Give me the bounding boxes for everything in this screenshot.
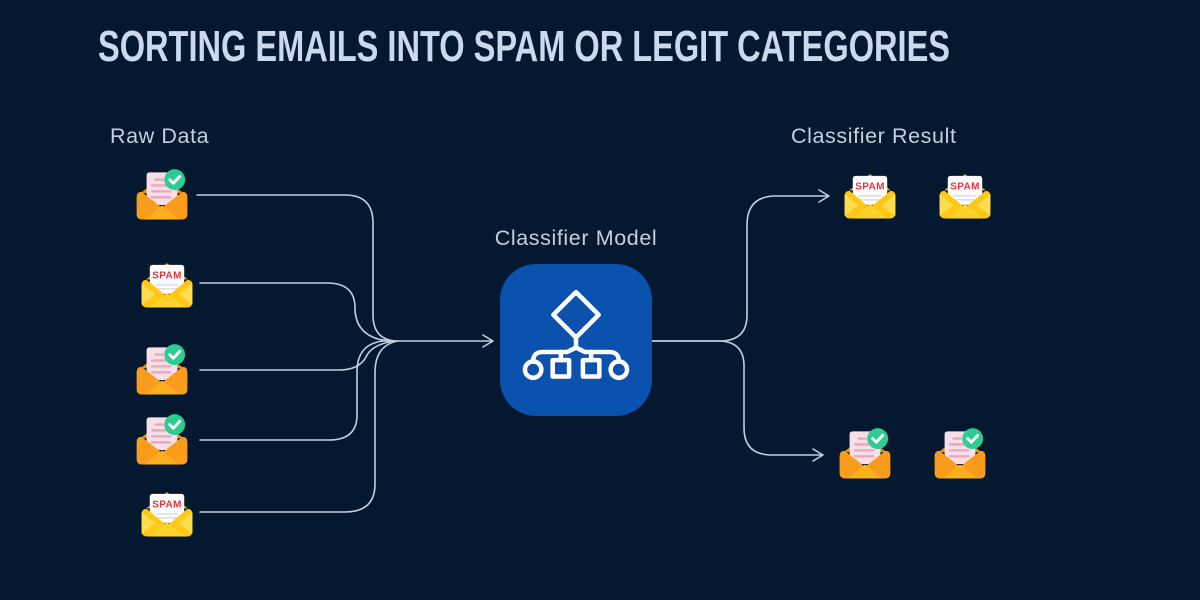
checkmark-badge xyxy=(962,428,984,450)
spam-email-icon: SPAM xyxy=(138,483,196,541)
checkmark-badge xyxy=(164,344,186,366)
connector-raw-3 xyxy=(199,340,396,371)
arrowhead-into-model xyxy=(482,334,494,348)
open-envelope-with-spam-stamp-icon: SPAM xyxy=(939,174,991,219)
checkmark-icon xyxy=(966,433,980,444)
diagram-title: SORTING EMAILS INTO SPAM OR LEGIT CATEGO… xyxy=(98,22,951,71)
open-envelope-with-spam-stamp-icon: SPAM xyxy=(141,263,193,308)
connector-raw-1 xyxy=(196,194,396,342)
legit-email-icon xyxy=(133,166,191,224)
spam-stamp-text: SPAM xyxy=(152,270,181,281)
open-envelope-with-checkmark-icon xyxy=(136,169,188,220)
legit-email-icon xyxy=(133,411,191,469)
open-envelope-with-spam-stamp-icon: SPAM xyxy=(844,174,896,219)
connector-raw-5 xyxy=(199,340,399,513)
open-envelope-with-checkmark-icon xyxy=(136,344,188,395)
checkmark-badge xyxy=(164,414,186,436)
checkmark-icon xyxy=(168,349,182,360)
checkmark-icon xyxy=(168,174,182,185)
checkmark-badge xyxy=(867,428,889,450)
checkmark-badge xyxy=(164,169,186,191)
checkmark-icon xyxy=(871,433,885,444)
spam-stamp-text: SPAM xyxy=(950,181,979,192)
open-envelope-with-checkmark-icon xyxy=(136,414,188,465)
arrowhead-to-legit xyxy=(812,448,824,462)
legit-email-icon xyxy=(133,341,191,399)
connector-to-spam xyxy=(651,195,829,342)
spam-email-icon: SPAM xyxy=(936,165,994,223)
arrowhead-to-spam xyxy=(818,189,830,203)
connector-raw-4 xyxy=(199,340,396,441)
open-envelope-with-spam-stamp-icon: SPAM xyxy=(141,492,193,537)
classifier-model-label: Classifier Model xyxy=(494,226,658,250)
spam-stamp-text: SPAM xyxy=(855,181,884,192)
spam-stamp-text: SPAM xyxy=(152,499,181,510)
open-envelope-with-checkmark-icon xyxy=(934,428,986,479)
spam-email-icon: SPAM xyxy=(841,165,899,223)
decision-tree-icon xyxy=(522,289,630,381)
legit-email-icon xyxy=(836,425,894,483)
connector-to-legit xyxy=(651,340,823,456)
spam-email-icon: SPAM xyxy=(138,254,196,312)
legit-email-icon xyxy=(931,425,989,483)
classifier-result-label: Classifier Result xyxy=(791,124,957,148)
checkmark-icon xyxy=(168,419,182,430)
raw-data-label: Raw Data xyxy=(110,124,210,148)
classifier-model-box xyxy=(500,264,652,416)
open-envelope-with-checkmark-icon xyxy=(839,428,891,479)
connector-raw-2 xyxy=(199,282,396,342)
